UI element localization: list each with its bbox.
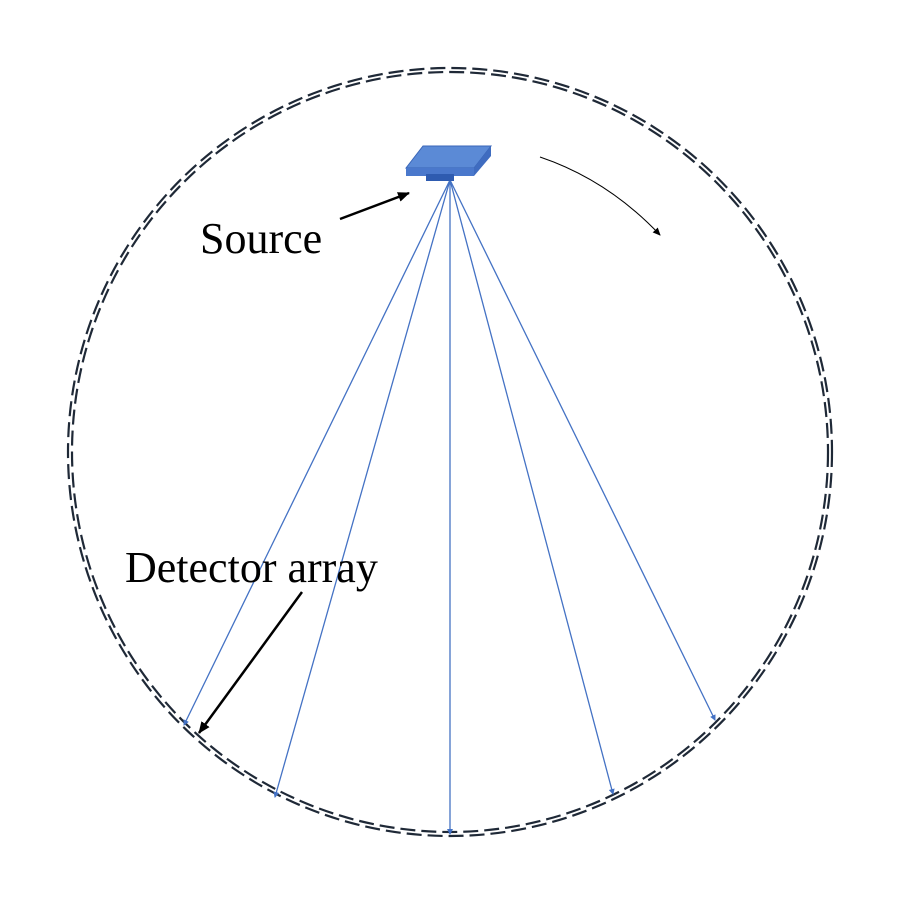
xray-source-icon [404,145,493,181]
source-label: Source [200,214,322,263]
detector-pointer-arrow [197,591,304,734]
source-front-face [406,168,474,176]
beam-ray-5 [449,179,716,721]
beam-ray-1 [183,179,451,726]
beam-ray-2 [273,179,451,798]
detector-array-label: Detector array [125,543,378,592]
rotation-arrow [539,156,661,236]
detector-ring-outer [66,66,834,838]
source-base [426,174,454,181]
beam-ray-4 [449,179,615,795]
fan-beam [183,179,716,835]
source-side-face [474,146,491,176]
source-pointer-arrow [339,191,410,221]
